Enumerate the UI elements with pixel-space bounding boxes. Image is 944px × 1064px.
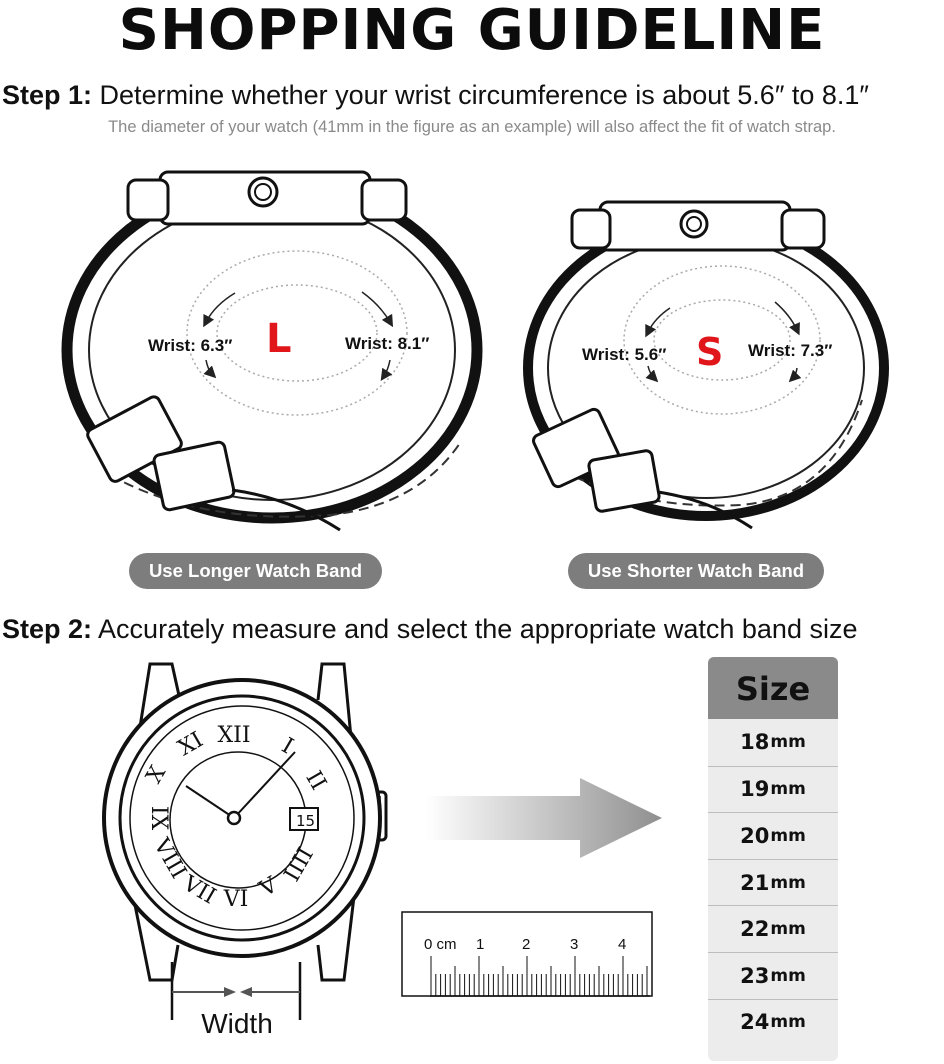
use-shorter-band-button[interactable]: Use Shorter Watch Band xyxy=(568,553,824,589)
size-table-header: Size xyxy=(708,657,838,719)
step1-heading: Step 1: Determine whether your wrist cir… xyxy=(2,80,869,111)
ruler-label-2: 2 xyxy=(522,936,530,953)
step1-text: Determine whether your wrist circumferen… xyxy=(99,80,869,110)
ruler-label-3: 3 xyxy=(570,936,578,953)
size-value: 22 xyxy=(740,917,770,942)
numeral-10: X xyxy=(142,761,172,787)
step1-note: The diameter of your watch (41mm in the … xyxy=(108,118,836,136)
step1-label: Step 1: xyxy=(2,80,93,110)
size-unit: mm xyxy=(770,1012,806,1033)
size-value: 20 xyxy=(740,823,770,848)
large-wrist-min: Wrist: 6.3″ xyxy=(148,336,232,355)
size-unit: mm xyxy=(770,732,806,753)
numeral-6: VI xyxy=(223,887,249,912)
numeral-4: IIII xyxy=(280,843,319,886)
size-unit: mm xyxy=(770,779,806,800)
size-unit: mm xyxy=(770,919,806,940)
numeral-2: II xyxy=(300,767,330,795)
step2-text: Accurately measure and select the approp… xyxy=(98,614,858,644)
watch-illustration: 15 XII I II IIII V VI VII VIII IX X XI W… xyxy=(102,662,388,1039)
numeral-12: XII xyxy=(217,723,250,748)
numeral-1: I xyxy=(277,733,297,759)
small-band-illustration xyxy=(523,200,889,530)
size-value: 21 xyxy=(740,870,770,895)
ruler-label-0: 0 cm xyxy=(424,936,457,953)
width-label: Width xyxy=(201,1008,273,1039)
numeral-11: XI xyxy=(174,727,208,761)
large-band-illustration xyxy=(61,170,483,532)
direction-arrow-icon xyxy=(426,778,662,858)
use-longer-band-button[interactable]: Use Longer Watch Band xyxy=(129,553,382,589)
size-unit: mm xyxy=(770,872,806,893)
size-unit: mm xyxy=(770,965,806,986)
ruler-illustration: 0 cm 1 2 3 4 xyxy=(401,911,653,997)
large-size-letter: L xyxy=(266,316,292,362)
ruler-label-4: 4 xyxy=(618,936,626,953)
size-value: 24 xyxy=(740,1010,770,1035)
size-unit: mm xyxy=(770,825,806,846)
step2-heading: Step 2: Accurately measure and select th… xyxy=(2,614,857,645)
size-value: 23 xyxy=(740,963,770,988)
wrist-illustrations: Wrist: 6.3″ Wrist: 8.1″ L Wrist: 5.6″ Wr… xyxy=(61,170,889,532)
size-value: 19 xyxy=(740,777,770,802)
size-value: 18 xyxy=(740,730,770,755)
small-wrist-min: Wrist: 5.6″ xyxy=(582,345,666,364)
small-wrist-max: Wrist: 7.3″ xyxy=(748,341,832,360)
large-wrist-max: Wrist: 8.1″ xyxy=(345,334,429,353)
numeral-8: VIII xyxy=(148,833,191,883)
small-size-letter: S xyxy=(696,330,723,374)
step2-label: Step 2: xyxy=(2,614,93,644)
numeral-9: IX xyxy=(146,806,171,831)
numeral-5: V xyxy=(255,872,283,903)
page-title: SHOPPING GUIDELINE xyxy=(118,0,826,63)
numeral-7: VII xyxy=(178,871,220,910)
date-window: 15 xyxy=(296,812,315,830)
ruler-label-1: 1 xyxy=(476,936,484,953)
